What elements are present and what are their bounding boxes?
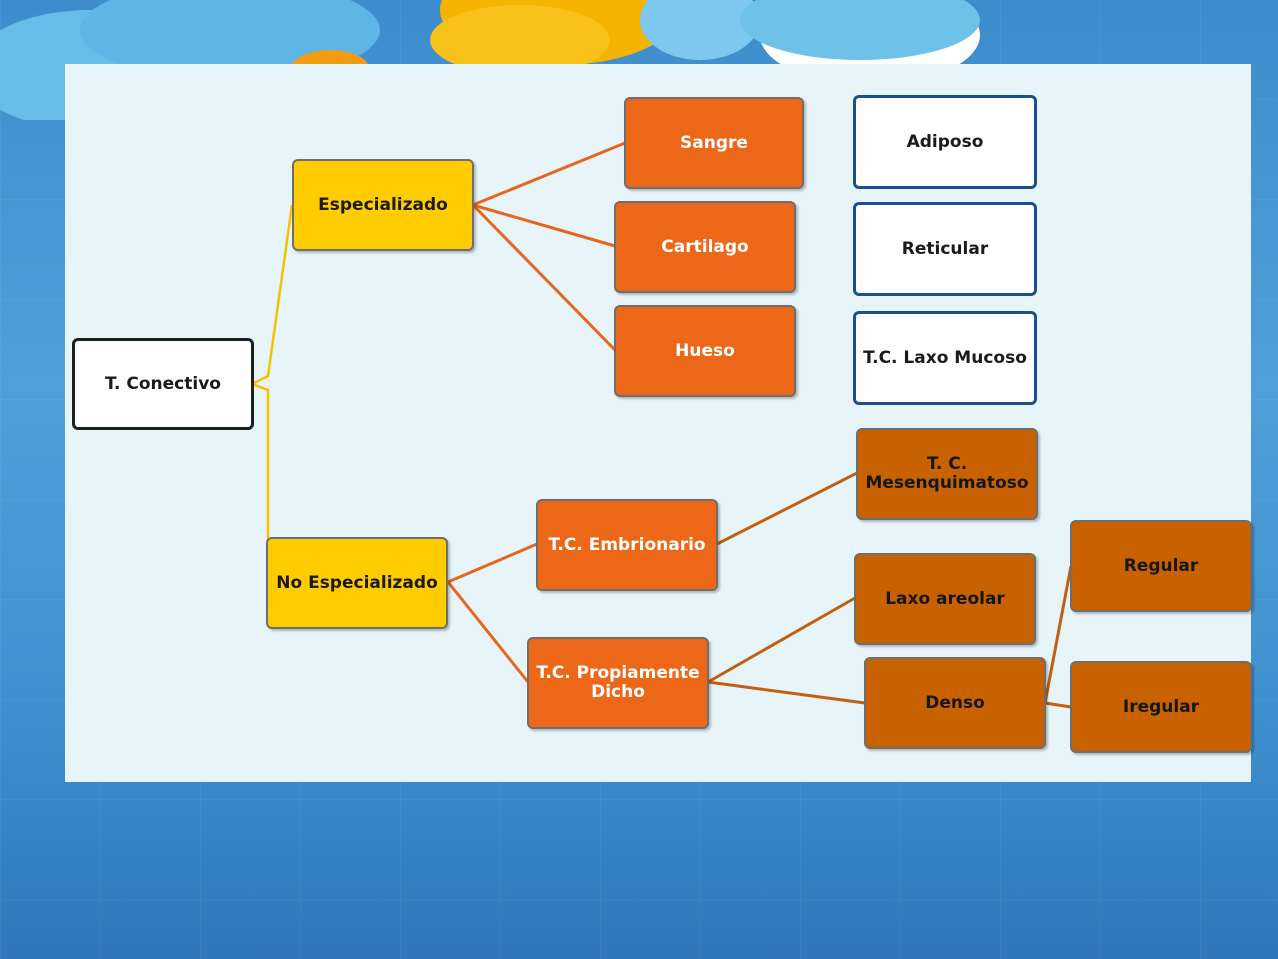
node-label: Regular bbox=[1123, 555, 1199, 576]
link-root-especializado bbox=[251, 204, 294, 386]
node-tc-embrionario: T.C. Embrionario bbox=[536, 499, 718, 591]
node-label: Iregular bbox=[1122, 696, 1200, 717]
node-label: T.C. Embrionario bbox=[548, 534, 706, 555]
link-especializado-cartilago bbox=[472, 203, 616, 248]
node-label: Laxo areolar bbox=[885, 588, 1005, 609]
node-label: Cartilago bbox=[661, 236, 749, 257]
link-especializado-sangre bbox=[472, 141, 626, 207]
node-label: Hueso bbox=[675, 340, 735, 361]
box-reticular: Reticular bbox=[853, 202, 1037, 296]
node-laxo-areolar: Laxo areolar bbox=[854, 553, 1036, 645]
link-noesp-propiamente bbox=[446, 581, 530, 683]
link-noesp-embrionario bbox=[447, 542, 538, 584]
link-denso-iregular bbox=[1044, 701, 1072, 709]
node-label: Sangre bbox=[680, 132, 748, 153]
node-label: T. Conectivo bbox=[105, 373, 221, 394]
node-label: T. C. Mesenquimatoso bbox=[865, 454, 1029, 493]
node-label: Especializado bbox=[318, 194, 448, 215]
box-tc-laxo-mucoso: T.C. Laxo Mucoso bbox=[853, 311, 1037, 405]
node-sangre: Sangre bbox=[624, 97, 804, 189]
node-label: Denso bbox=[925, 692, 985, 713]
box-label: Reticular bbox=[901, 238, 989, 259]
node-tc-propiamente-dicho: T.C. Propiamente Dicho bbox=[527, 637, 709, 729]
box-label: T.C. Laxo Mucoso bbox=[863, 347, 1027, 368]
node-tc-mesenquimatoso: T. C. Mesenquimatoso bbox=[856, 428, 1038, 520]
node-label: No Especializado bbox=[276, 572, 438, 593]
node-iregular: Iregular bbox=[1070, 661, 1252, 753]
node-cartilago: Cartilago bbox=[614, 201, 796, 293]
node-t-conectivo: T. Conectivo bbox=[72, 338, 254, 430]
node-regular: Regular bbox=[1070, 520, 1252, 612]
link-root-no-especializado bbox=[251, 382, 270, 582]
link-propiamente-laxo bbox=[707, 596, 856, 684]
node-no-especializado: No Especializado bbox=[266, 537, 448, 629]
box-adiposo: Adiposo bbox=[853, 95, 1037, 189]
box-label: Adiposo bbox=[906, 131, 984, 152]
node-label: T.C. Propiamente Dicho bbox=[536, 663, 700, 702]
decorative-clouds bbox=[0, 0, 980, 120]
node-denso: Denso bbox=[864, 657, 1046, 749]
link-especializado-hueso bbox=[471, 203, 617, 352]
link-propiamente-denso bbox=[707, 680, 866, 705]
node-especializado: Especializado bbox=[292, 159, 474, 251]
link-embrionario-mesenquimatoso bbox=[716, 471, 858, 546]
node-hueso: Hueso bbox=[614, 305, 796, 397]
link-denso-regular bbox=[1043, 565, 1073, 704]
